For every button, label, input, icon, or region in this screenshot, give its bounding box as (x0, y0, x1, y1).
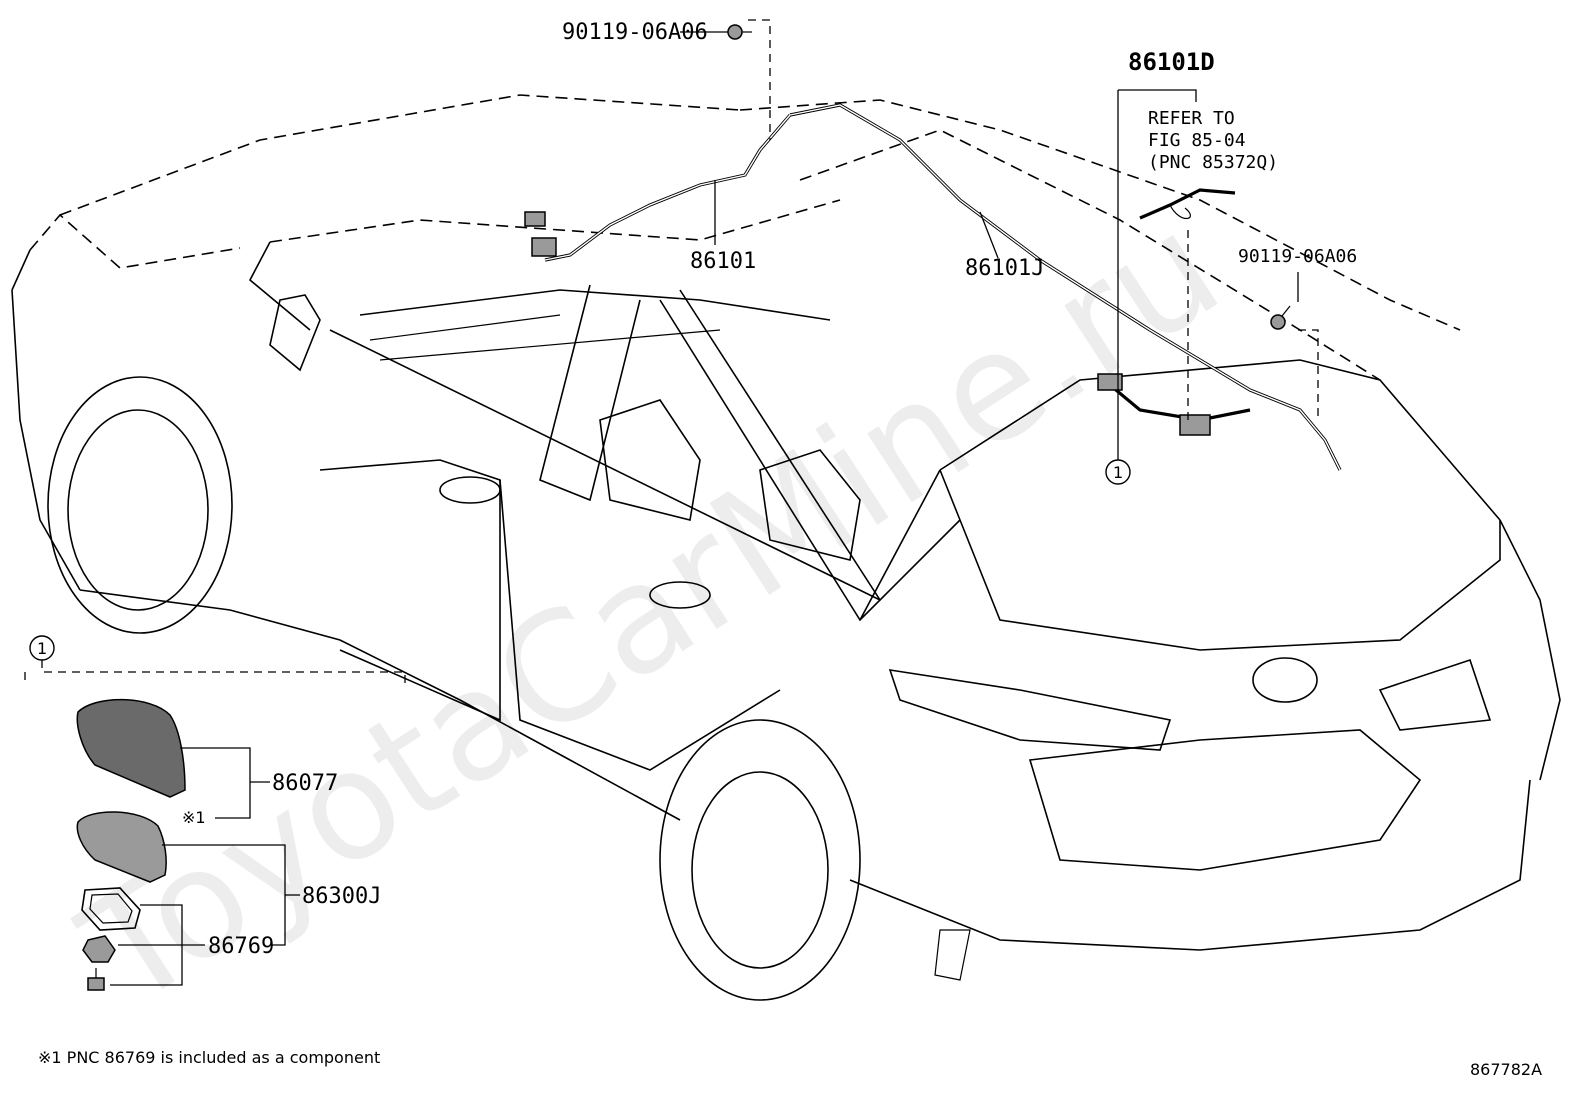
diagram-code: 867782A (1470, 1060, 1542, 1079)
referenced-cable-loop (1169, 204, 1191, 220)
callout-1-vehicle (1105, 459, 1131, 485)
leader-cable-rear (979, 211, 999, 259)
rear-quarter (1499, 519, 1561, 781)
gasket-icon (81, 887, 141, 931)
screw-icon (87, 977, 105, 991)
windshield-top (269, 199, 841, 243)
bolt-icon (1270, 305, 1291, 330)
bolt-icon (727, 24, 752, 40)
ref-line-2: FIG 85-04 (1148, 130, 1246, 151)
rear-glass (939, 469, 1501, 651)
label-cable-rear: 86101J (965, 256, 1044, 281)
dashboard-detail (369, 314, 721, 361)
nut-icon (82, 935, 116, 963)
hood-top-edge (59, 94, 741, 216)
rear-bumper (849, 779, 1531, 951)
label-antenna-cover: 86077 (272, 771, 338, 796)
leader-bolt-right-install (1298, 329, 1319, 420)
front-door-handle (439, 476, 501, 504)
rear-door-handle (649, 581, 711, 609)
antenna-assembly-icon (76, 811, 167, 883)
callout-1-detail-text: 1 (37, 639, 47, 658)
detail-note-mark: ※1 (182, 808, 206, 827)
label-gasket: 86769 (208, 934, 274, 959)
antenna-base-mount (1097, 373, 1123, 391)
front-wheel-arch (47, 376, 233, 634)
left-tail-light (888, 669, 1172, 751)
b-pillar (539, 284, 641, 502)
footnote: ※1 PNC 86769 is included as a component (38, 1048, 380, 1067)
front-seat (599, 399, 701, 521)
side-mirror (269, 294, 321, 372)
a-pillar (248, 241, 311, 331)
detail-view: 1 86077 ※1 86300J 86769 (24, 635, 406, 991)
tailgate-lower (1028, 729, 1422, 871)
gasket-inner (89, 893, 133, 924)
callout-1-vehicle-text: 1 (1113, 463, 1123, 482)
hood-front-edge (29, 213, 241, 269)
roof-line (739, 99, 1461, 331)
rear-reflector (934, 929, 971, 981)
ref-line-3: (PNC 85372Q) (1148, 152, 1278, 173)
antenna-cable-86101 (524, 113, 792, 262)
rear-door-frame (499, 479, 781, 771)
c-pillar (859, 469, 961, 621)
referenced-cable-85372Q (1139, 188, 1236, 220)
cable-connector-rear (1179, 414, 1211, 436)
front-fascia (11, 249, 81, 591)
ref-line-1: REFER TO (1148, 108, 1235, 129)
vehicle-outline (11, 94, 1561, 1001)
cable-connector-front (531, 237, 557, 257)
rear-emblem (1252, 657, 1318, 703)
label-cable-main: 86101 (690, 249, 756, 274)
front-wheel (67, 409, 209, 611)
leader-group-bracket (1118, 89, 1197, 102)
rear-seat (759, 449, 861, 561)
beltline (329, 329, 881, 601)
dashboard (359, 289, 831, 321)
rear-wheel (691, 771, 829, 969)
roof-inner-line (799, 129, 1381, 381)
rear-wheel-arch (659, 719, 861, 1001)
cable-clip (524, 211, 546, 227)
label-bolt-right: 90119-06A06 (1238, 246, 1357, 267)
leader-bolt-top-install (748, 19, 771, 140)
window-belt (659, 289, 882, 622)
label-group: 86101D (1128, 48, 1215, 76)
rear-glass-top (939, 359, 1501, 521)
detail-bracket (41, 660, 406, 685)
label-antenna-assembly: 86300J (302, 884, 381, 909)
right-tail-light (1378, 658, 1492, 731)
antenna-cover-icon (76, 698, 186, 798)
lower-sill (79, 589, 681, 821)
leader-antenna-cover (180, 747, 251, 819)
